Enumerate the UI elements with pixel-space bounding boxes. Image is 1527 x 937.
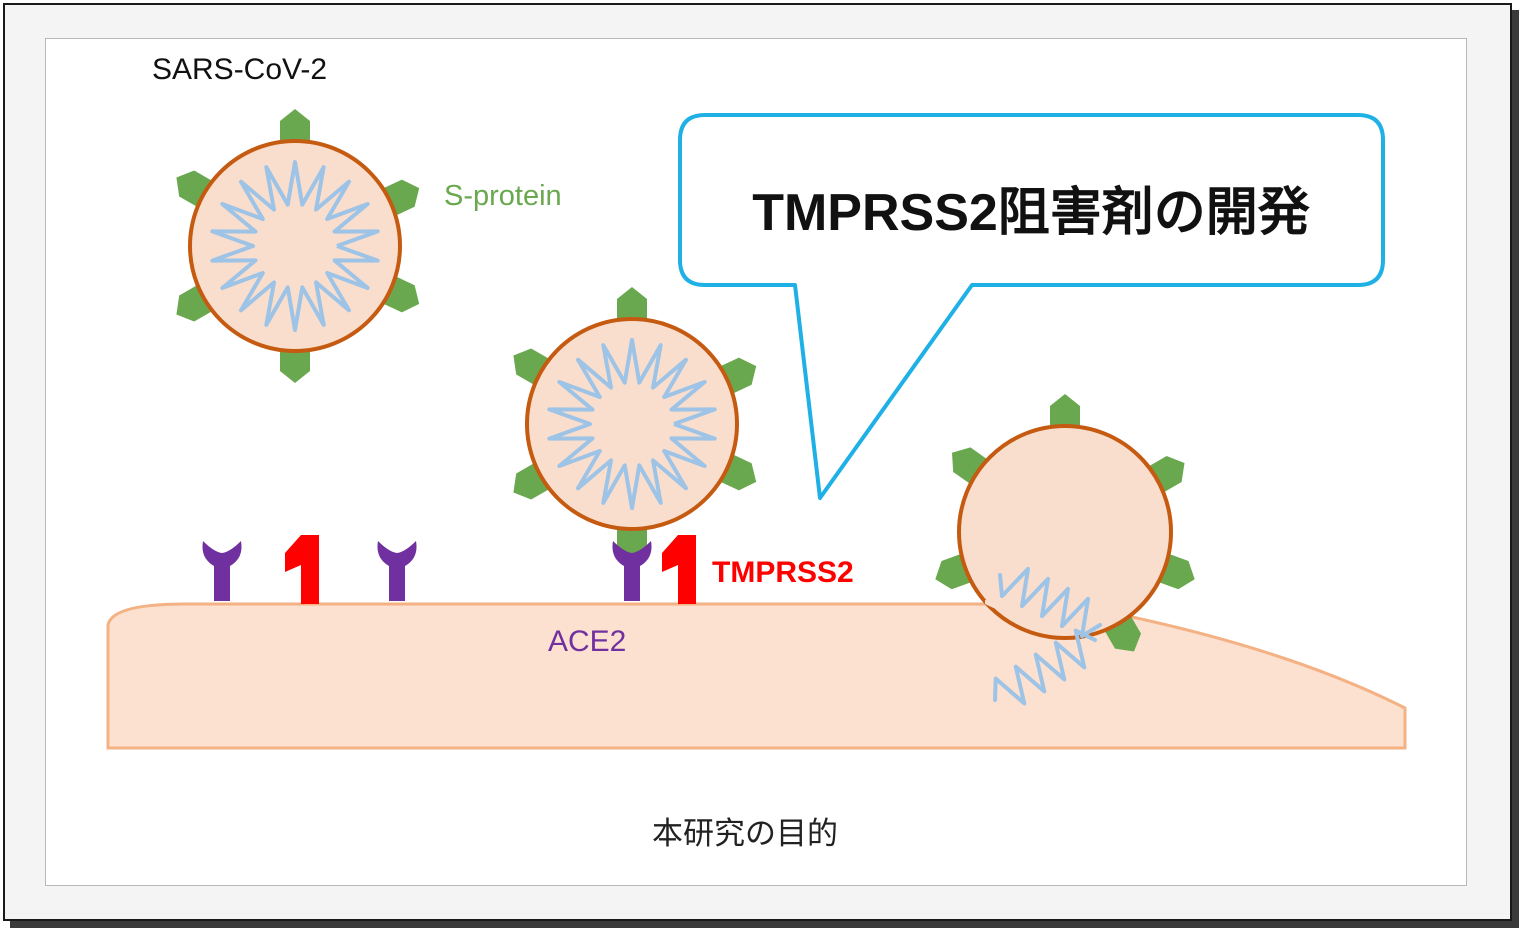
spike-protein-icon [513,462,551,500]
viral-envelope [188,139,402,353]
tmprss2-protease-icon [662,535,696,604]
spike-protein-icon [617,287,647,321]
tmprss2-label: TMPRSS2 [712,556,854,589]
spike-protein-icon [1147,456,1185,493]
ace2-receptor-icon [377,541,417,601]
spike-protein-icon [1104,614,1141,652]
ace2-receptor-icon [202,541,242,601]
viral-rna [210,160,380,332]
virus-label: SARS-CoV-2 [152,53,328,86]
ace2-receptor-icon [612,541,652,601]
tmprss2-proteases [285,535,696,604]
virus-particles [176,109,1195,652]
spike-protein-icon [952,447,989,485]
spike-protein-icon [176,170,214,208]
spike-protein-icon [513,348,551,386]
virus-particle-icon [176,109,420,383]
spike-protein-icon [176,284,214,322]
s-protein-label: S-protein [444,180,562,212]
ace2-label: ACE2 [548,625,627,658]
tmprss2-protease-icon [285,535,319,604]
viral-rna [547,338,717,510]
callout-balloon [678,113,1385,500]
callout-title: TMPRSS2阻害剤の開発 [752,184,1310,242]
figure-caption: 本研究の目的 [652,816,838,851]
spike-protein-icon [280,109,310,143]
spike-protein-icon [280,349,310,383]
viral-envelope [525,317,739,531]
released-rna [993,566,1102,706]
virus-particle-icon [513,287,757,561]
host-cell [106,602,1407,750]
spike-protein-icon [1050,394,1080,428]
ace2-receptors [202,541,652,601]
